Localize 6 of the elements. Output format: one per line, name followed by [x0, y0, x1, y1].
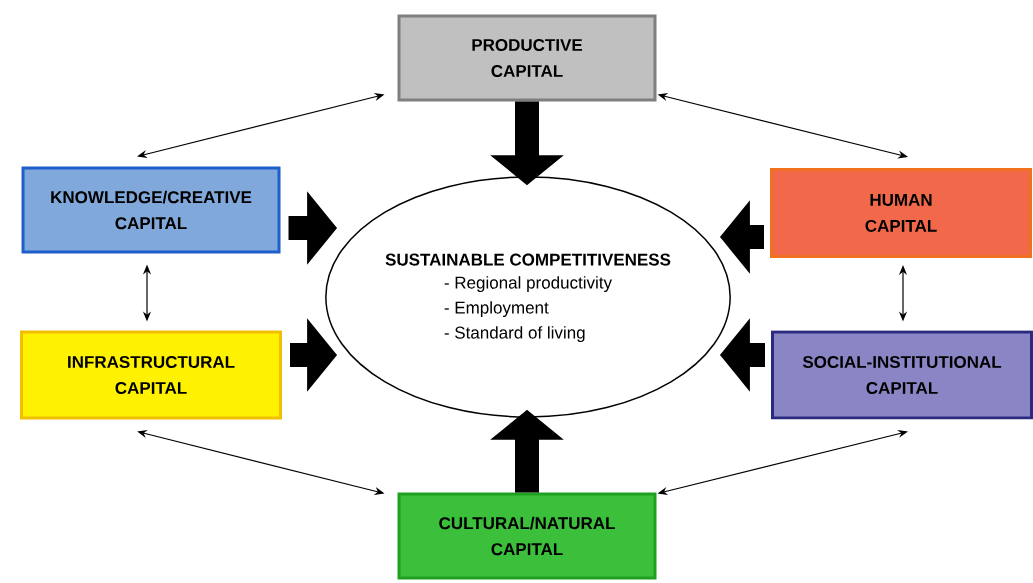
capital-box: HUMAN CAPITAL	[770, 168, 1032, 258]
capital-box: CULTURAL/NATURAL CAPITAL	[397, 492, 657, 580]
capital-box: INFRASTRUCTURAL CAPITAL	[20, 330, 282, 420]
capital-box: SOCIAL-INSTITUTIONAL CAPITAL	[771, 330, 1033, 420]
capital-box: PRODUCTIVE CAPITAL	[397, 14, 657, 102]
capital-box: KNOWLEDGE/CREATIVE CAPITAL	[21, 166, 281, 254]
